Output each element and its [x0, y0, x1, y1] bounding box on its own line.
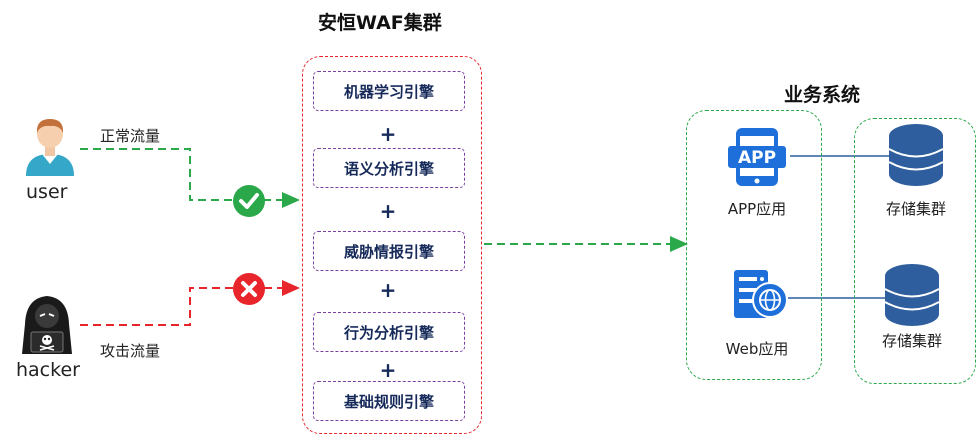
normal-flow-label: 正常流量: [100, 127, 161, 145]
database-icon: [888, 124, 944, 186]
plus-sign: +: [379, 199, 397, 223]
web-label: Web应用: [725, 340, 789, 358]
hacker-label: hacker: [16, 359, 80, 381]
storage-label: 存储集群: [881, 332, 942, 350]
engine-machine-learning: 机器学习引擎: [313, 71, 465, 111]
plus-sign: +: [379, 122, 397, 146]
attack-flow-label: 攻击流量: [100, 342, 161, 360]
hacker-icon: [22, 296, 72, 354]
engine-basic-rules: 基础规则引擎: [313, 381, 465, 421]
user-label: user: [26, 181, 68, 203]
database-icon: [884, 264, 940, 326]
apps-group-box: [686, 110, 822, 380]
waf-cluster-box: [302, 56, 482, 434]
engine-semantic-analysis: 语义分析引擎: [313, 148, 465, 188]
storage-group-box: [854, 118, 976, 384]
plus-sign: +: [379, 278, 397, 302]
user-icon: [26, 119, 74, 176]
web-server-icon: [734, 270, 788, 318]
app-label: APP应用: [727, 200, 787, 218]
block-cross-icon: [233, 273, 265, 305]
waf-title: 安恒WAF集群: [318, 12, 442, 34]
allow-check-icon: [233, 185, 265, 217]
app-phone-icon: APP: [728, 128, 786, 186]
engine-behavior-analysis: 行为分析引擎: [313, 312, 465, 352]
storage-label: 存储集群: [885, 200, 946, 218]
engine-threat-intel: 威胁情报引擎: [313, 231, 465, 271]
app-icon-text: APP: [738, 148, 776, 168]
business-title: 业务系统: [784, 84, 861, 106]
plus-sign: +: [379, 358, 397, 382]
